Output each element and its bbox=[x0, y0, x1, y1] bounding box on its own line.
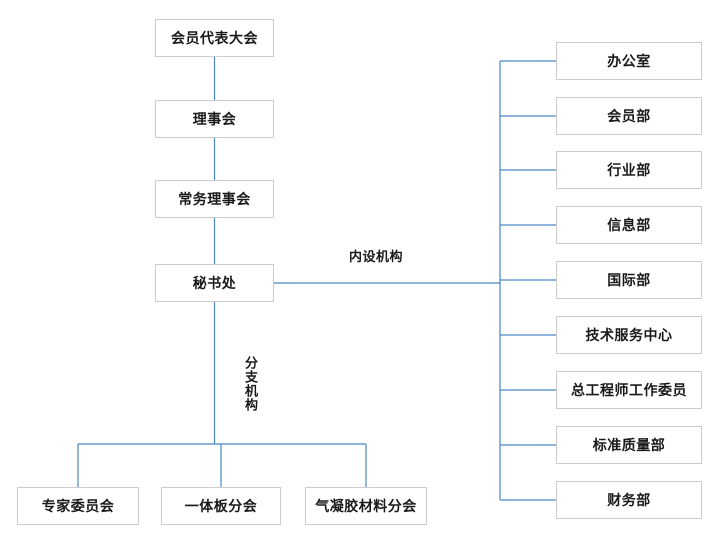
node-finance-dept[interactable]: 财务部 bbox=[556, 481, 702, 519]
node-tech-service-center[interactable]: 技术服务中心 bbox=[556, 316, 702, 354]
node-expert-committee[interactable]: 专家委员会 bbox=[17, 487, 139, 525]
edge-label-internal-departments: 内设机构 bbox=[345, 246, 408, 265]
node-council[interactable]: 理事会 bbox=[155, 100, 274, 138]
node-membership-dept[interactable]: 会员部 bbox=[556, 97, 702, 135]
node-office[interactable]: 办公室 bbox=[556, 42, 702, 80]
node-international-dept[interactable]: 国际部 bbox=[556, 261, 702, 299]
node-integrated-board-branch[interactable]: 一体板分会 bbox=[161, 487, 281, 525]
node-chief-engineer-committee[interactable]: 总工程师工作委员 bbox=[556, 371, 702, 409]
node-assembly[interactable]: 会员代表大会 bbox=[155, 19, 274, 57]
node-standing-council[interactable]: 常务理事会 bbox=[155, 180, 274, 218]
node-aerogel-material-branch[interactable]: 气凝胶材料分会 bbox=[305, 487, 427, 525]
node-information-dept[interactable]: 信息部 bbox=[556, 206, 702, 244]
node-industry-dept[interactable]: 行业部 bbox=[556, 151, 702, 189]
node-secretariat[interactable]: 秘书处 bbox=[155, 264, 274, 302]
edge-label-branch-organizations: 分支机构 bbox=[242, 352, 257, 416]
node-standard-quality-dept[interactable]: 标准质量部 bbox=[556, 426, 702, 464]
